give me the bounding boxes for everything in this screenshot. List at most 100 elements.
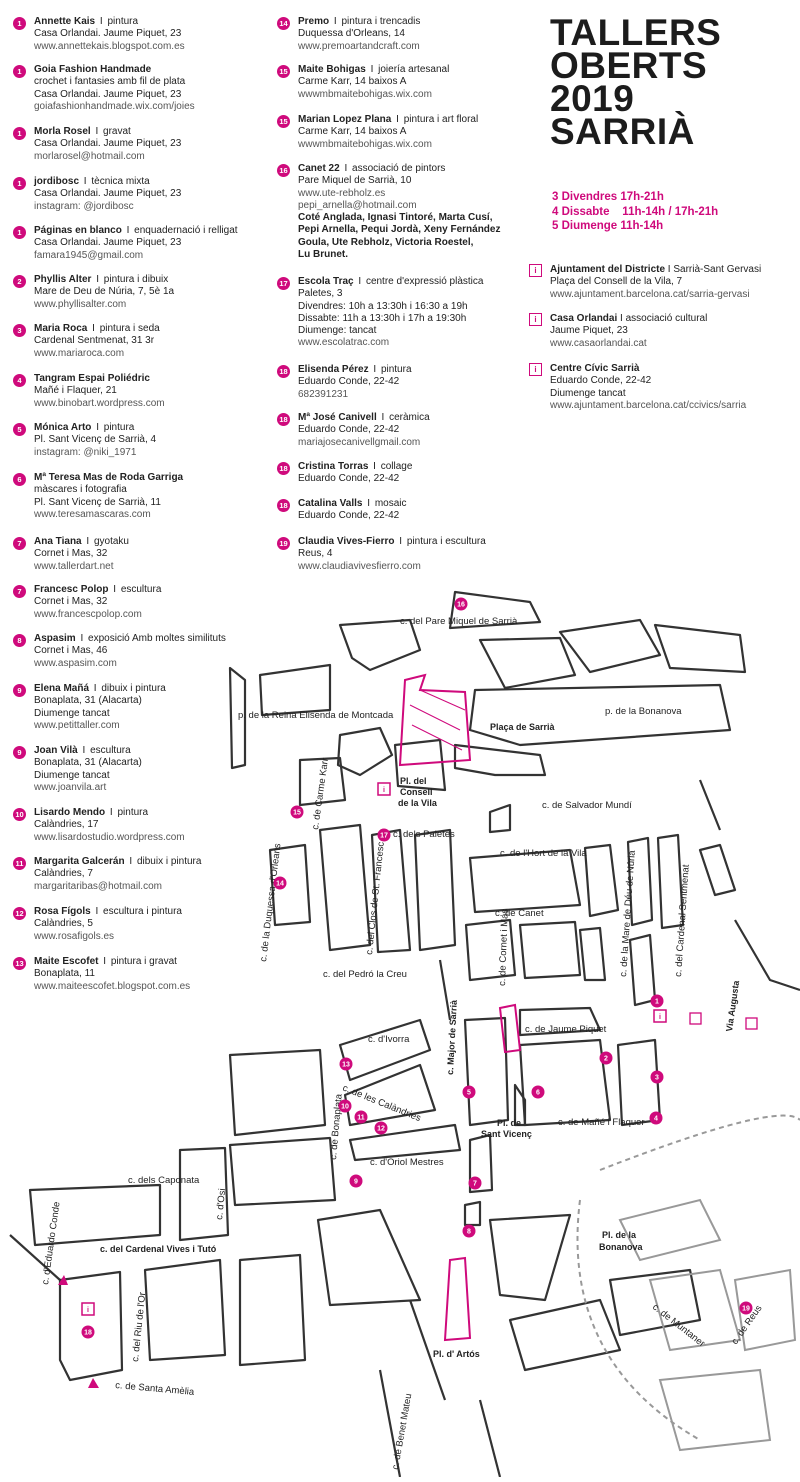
marker-badge: 18 <box>277 499 290 512</box>
marker-badge: 16 <box>277 164 290 177</box>
place-label: de la Vila <box>398 798 438 808</box>
artist-name: Tangram Espai Poliédric <box>34 373 150 384</box>
info-icon: i <box>529 313 542 326</box>
marker-badge: 1 <box>13 177 26 190</box>
artist-link[interactable]: www.mariaroca.com <box>34 348 160 360</box>
address-line: Eduardo Conde, 22-42 <box>298 376 412 388</box>
separator: I <box>84 536 92 547</box>
artist-discipline: collage <box>381 461 413 472</box>
artist-link[interactable]: instagram: @niki_1971 <box>34 447 156 459</box>
separator: I <box>368 64 376 75</box>
marker-badge: 15 <box>277 65 290 78</box>
map-marker-label: 4 <box>654 1116 658 1123</box>
artist-link[interactable]: www.binobart.wordpress.com <box>34 398 165 410</box>
artist-discipline: associació de pintors <box>352 163 445 174</box>
separator: I <box>397 536 405 547</box>
artist-discipline: enquadernació i relligat <box>134 225 237 236</box>
artist-link[interactable]: www.teresamascaras.com <box>34 509 183 521</box>
address-line: Casa Orlandai. Jaume Piquet, 23 <box>34 89 195 101</box>
place-label: Pl. del <box>400 776 427 786</box>
address-line: Plaça del Consell de la Vila, 7 <box>550 276 761 288</box>
street-label: c. de Cornet i Mas <box>497 908 511 986</box>
map-marker-label: 12 <box>377 1126 385 1133</box>
artist-name: Maria Roca <box>34 323 87 334</box>
place-label: Pl. de <box>497 1118 521 1128</box>
artist-name: Canet 22 <box>298 163 340 174</box>
member-names: Goula, Ute Rebholz, Victoria Roestel, <box>298 237 500 249</box>
artist-discipline: gyotaku <box>94 536 129 547</box>
artist-link[interactable]: www.tallerdart.net <box>34 561 129 573</box>
street-label: p. de la Reina Elisenda de Montcada <box>238 710 394 721</box>
artist-link[interactable]: mariajosecanivellgmail.com <box>298 437 430 449</box>
separator: I <box>331 16 339 27</box>
artist-name: Marian Lopez Plana <box>298 114 391 125</box>
date-line: 4 Dissabte 11h-14h / 17h-21h <box>552 205 718 220</box>
artist-name: Mª Teresa Mas de Roda Garriga <box>34 472 183 483</box>
separator: I <box>356 276 364 287</box>
artist-link[interactable]: www.escolatrac.com <box>298 337 483 349</box>
artist-link[interactable]: wwwmbmaitebohigas.wix.com <box>298 139 478 151</box>
street-label: c. del Cardenal Sentmenat <box>673 864 692 977</box>
address-line: màscares i fotografia <box>34 484 183 496</box>
street-label: Via Augusta <box>724 979 741 1032</box>
artist-name: Catalina Valls <box>298 498 362 509</box>
map-marker-label: 17 <box>380 833 388 840</box>
marker-badge: 18 <box>277 462 290 475</box>
bonanova-boundary <box>578 1116 800 1440</box>
info-link[interactable]: www.ajuntament.barcelona.cat/ccivics/sar… <box>550 400 746 412</box>
artist-link[interactable]: pepi_arnella@hotmail.com <box>298 200 500 212</box>
artist-link[interactable]: wwwmbmaitebohigas.wix.com <box>298 89 449 101</box>
street-label: c. d'Ivorra <box>368 1034 410 1045</box>
map-marker-label: 15 <box>293 810 301 817</box>
artist-name: jordibosc <box>34 176 79 187</box>
artist-link[interactable]: www.claudiavivesfierro.com <box>298 561 486 573</box>
artist-discipline: joiería artesanal <box>378 64 449 75</box>
artist-name: Elisenda Pérez <box>298 364 369 375</box>
separator: I <box>342 163 350 174</box>
map-marker-label: 8 <box>467 1229 471 1236</box>
separator: I <box>370 461 378 472</box>
street-label: c. dels Caponata <box>128 1175 200 1186</box>
address-line: Eduardo Conde, 22-42 <box>298 473 412 485</box>
map-marker-label: 6 <box>536 1090 540 1097</box>
artist-link[interactable]: 682391231 <box>298 389 412 401</box>
separator: I <box>93 126 101 137</box>
map-marker-label: 5 <box>467 1090 471 1097</box>
address-line: Dissabte: 11h a 13:30h i 17h a 19:30h <box>298 313 483 325</box>
separator: I <box>97 16 105 27</box>
separator: I <box>124 225 132 236</box>
separator: I <box>393 114 401 125</box>
artist-link[interactable]: www.annettekais.blogspot.com.es <box>34 41 185 53</box>
arrow-icon <box>88 1378 99 1388</box>
metro-icon[interactable] <box>690 1013 701 1024</box>
artist-link[interactable]: goiafashionhandmade.wix.com/joies <box>34 101 195 113</box>
artist-link[interactable]: instagram: @jordibosc <box>34 201 181 213</box>
metro-icon[interactable] <box>746 1018 757 1029</box>
artist-link[interactable]: www.premoartandcraft.com <box>298 41 420 53</box>
artist-name: Ana Tiana <box>34 536 82 547</box>
street-label: c. del Clos de St. Francesc <box>364 841 387 955</box>
title-line: SARRIÀ <box>550 115 721 148</box>
artist-link[interactable]: www.ute-rebholz.es <box>298 188 500 200</box>
artist-link[interactable]: morlarosel@hotmail.com <box>34 151 181 163</box>
artist-link[interactable]: famara1945@gmail.com <box>34 250 238 262</box>
info-link[interactable]: www.ajuntament.barcelona.cat/sarria-gerv… <box>550 289 761 301</box>
info-link[interactable]: www.casaorlandai.cat <box>550 338 707 350</box>
address-line: Cardenal Sentmenat, 31 3r <box>34 335 160 347</box>
address-line: Eduardo Conde, 22-42 <box>298 424 430 436</box>
artist-name: Escola Traç <box>298 276 354 287</box>
info-icon-label: i <box>87 1307 89 1314</box>
artist-link[interactable]: www.phyllisalter.com <box>34 299 174 311</box>
